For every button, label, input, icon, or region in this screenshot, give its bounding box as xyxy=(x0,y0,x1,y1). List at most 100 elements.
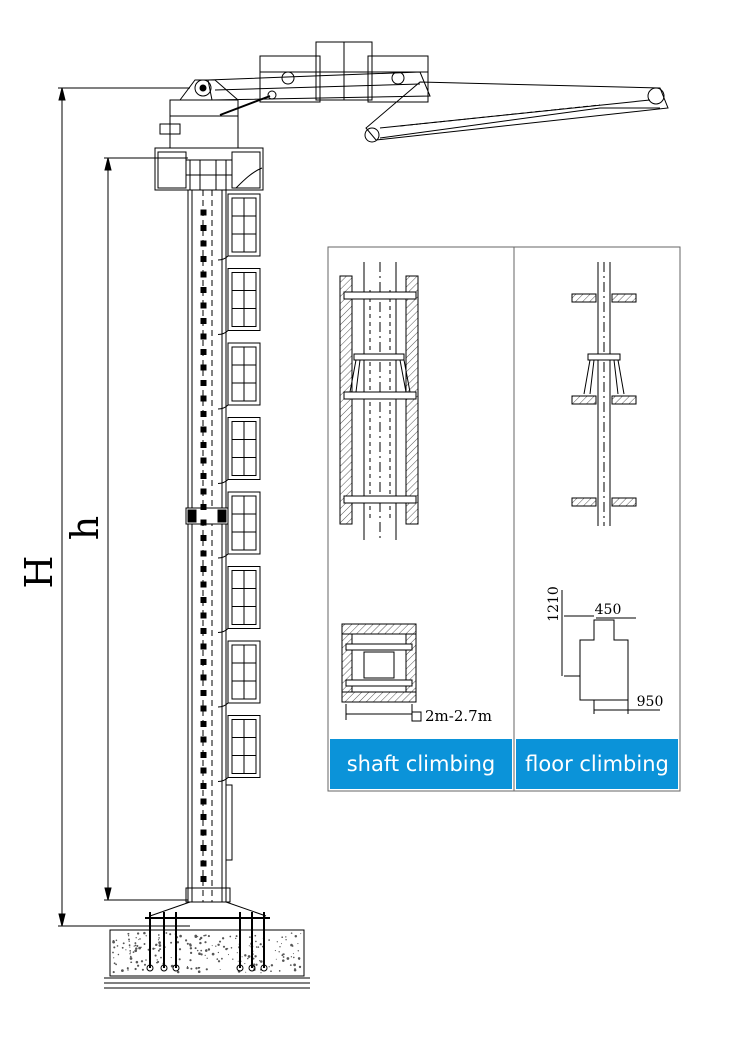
concrete-dot xyxy=(217,951,220,954)
anchor-bolt-end xyxy=(172,964,180,972)
concrete-dot xyxy=(278,970,281,972)
climbing-platform xyxy=(154,147,264,191)
anchor-bolt-end xyxy=(236,964,244,972)
concrete-dot xyxy=(134,967,137,971)
concrete-dot xyxy=(129,957,133,960)
concrete-dot xyxy=(229,935,232,938)
concrete-dot xyxy=(113,962,116,965)
mast-bolt xyxy=(200,829,207,836)
mast-bolt xyxy=(200,240,207,247)
concrete-dot xyxy=(189,959,192,962)
concrete-dot xyxy=(145,935,147,937)
ladder-cage-section xyxy=(217,342,261,410)
concrete-dot xyxy=(217,960,221,963)
shaft-climbing-band xyxy=(330,739,512,789)
concrete-dot xyxy=(227,954,230,956)
concrete-dot xyxy=(290,932,293,934)
concrete-dot xyxy=(235,935,238,938)
concrete-dot xyxy=(292,953,294,955)
mast-bolt xyxy=(200,659,207,665)
concrete-dot xyxy=(143,943,146,945)
mast-bolt xyxy=(200,457,207,464)
concrete-dot xyxy=(178,958,181,961)
concrete-dot xyxy=(128,944,131,947)
concrete-dot xyxy=(158,941,161,944)
concrete-dot xyxy=(176,941,180,944)
concrete-dot xyxy=(194,947,197,950)
mast-bolt xyxy=(200,721,207,727)
concrete-dot xyxy=(134,942,137,945)
concrete-dot xyxy=(204,954,206,957)
concrete-dot xyxy=(129,953,131,955)
concrete-dot xyxy=(217,943,220,947)
concrete-dot xyxy=(155,944,157,946)
concrete-dot xyxy=(186,942,189,945)
concrete-dot xyxy=(127,935,130,937)
concrete-dot xyxy=(134,949,138,953)
concrete-dot xyxy=(199,941,202,945)
concrete-dot xyxy=(158,944,162,947)
concrete-dot xyxy=(130,955,132,958)
concrete-dot xyxy=(298,965,302,969)
mast-bolt xyxy=(200,767,207,774)
concrete-dot xyxy=(186,966,189,970)
concrete-dot xyxy=(290,943,293,947)
concrete-dot xyxy=(297,950,300,952)
concrete-dot xyxy=(259,960,261,962)
concrete-dot xyxy=(255,963,258,966)
concrete-dot xyxy=(268,966,270,968)
mast-bolt xyxy=(200,302,207,309)
mast-bolt xyxy=(200,333,207,340)
concrete-dot xyxy=(278,951,280,953)
mast-bolt xyxy=(200,674,207,681)
concrete-dot xyxy=(293,963,296,967)
floor-base-plan: 1210 450 950 xyxy=(546,586,663,714)
concrete-dot xyxy=(281,936,284,939)
concrete-dot xyxy=(178,948,182,951)
concrete-dot xyxy=(116,945,119,947)
concrete-dot xyxy=(297,957,301,960)
concrete-dot xyxy=(115,963,117,966)
mast-bolt xyxy=(200,209,207,216)
ladder-cage-section xyxy=(217,491,261,559)
concrete-dot xyxy=(293,956,295,959)
concrete-dot xyxy=(286,957,290,960)
concrete-dot xyxy=(289,964,292,966)
concrete-dot xyxy=(117,953,120,956)
concrete-dot xyxy=(129,946,131,948)
concrete-dot xyxy=(203,935,205,937)
concrete-dot xyxy=(216,958,219,960)
concrete-dot xyxy=(189,947,193,950)
concrete-dot xyxy=(241,956,243,958)
concrete-dot xyxy=(138,939,140,941)
anchor-bolts xyxy=(146,912,268,972)
concrete-dot xyxy=(282,956,285,958)
dimension-H: H xyxy=(17,87,190,927)
concrete-dot xyxy=(200,953,203,956)
concrete-dot xyxy=(294,935,298,938)
concrete-dot xyxy=(176,970,180,974)
mast-bolt xyxy=(200,473,207,479)
anchor-bolt-end xyxy=(160,964,168,972)
concrete-dot xyxy=(225,947,228,951)
concrete-dot xyxy=(128,940,130,943)
concrete-dot xyxy=(275,958,277,960)
concrete-dot xyxy=(121,946,124,949)
concrete-dot xyxy=(169,933,172,936)
ladder-cage-section xyxy=(217,715,261,782)
concrete-dot xyxy=(206,957,208,959)
concrete-foundation xyxy=(104,929,310,989)
shaft-opening-label: 2m-2.7m xyxy=(425,707,492,725)
concrete-dot xyxy=(253,963,256,966)
mast-bolt xyxy=(200,380,207,386)
base-frame xyxy=(145,887,270,919)
mast-bolt xyxy=(200,783,207,789)
concrete-dot xyxy=(254,955,257,958)
concrete-dot xyxy=(159,948,162,951)
mast-bolt xyxy=(200,612,207,619)
concrete-dot xyxy=(152,947,155,950)
concrete-dot xyxy=(133,945,135,947)
shaft-climbing-plan: 2m-2.7m xyxy=(341,623,492,725)
concrete-dot xyxy=(145,959,147,961)
